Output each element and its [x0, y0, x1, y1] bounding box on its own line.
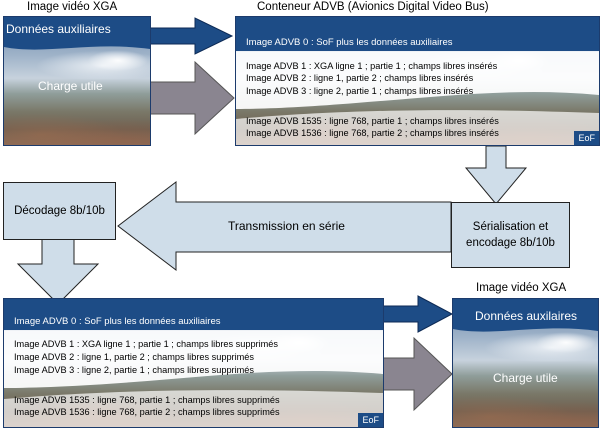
top-right-advb-container: Image ADVB 0 : SoF plus les données auxi…	[235, 16, 600, 146]
bottom-right-aux-band: Données auxilaires	[453, 299, 598, 327]
top-right-eof: EoF	[574, 131, 599, 145]
down-arrow-serialize	[464, 145, 528, 205]
payload-arrow-top	[149, 60, 235, 136]
top-left-title: Image vidéo XGA	[27, 1, 118, 13]
top-left-payload-label: Charge utile	[38, 79, 103, 93]
bottom-left-line-3: Image ADVB 3 : ligne 2, partie 1 ; champ…	[14, 365, 255, 375]
top-right-line-1536: Image ADVB 1536 : ligne 768, partie 2 ; …	[246, 128, 499, 138]
bottom-left-white-wave	[4, 330, 383, 388]
top-right-title: Conteneur ADVB (Avionics Digital Video B…	[257, 1, 489, 13]
decode-label: Décodage 8b/10b	[14, 205, 105, 217]
top-right-line-2: Image ADVB 2 : ligne 1, partie 2 ; champ…	[246, 73, 474, 83]
serialize-label: Sérialisation et encodage 8b/10b	[466, 221, 555, 249]
transmission-arrow	[117, 180, 452, 272]
bottom-left-line-1536: Image ADVB 1536 : ligne 768, partie 2 ; …	[14, 407, 280, 417]
top-right-lower-wave	[236, 110, 599, 145]
top-right-line-3: Image ADVB 3 : ligne 2, partie 1 ; champ…	[246, 86, 474, 96]
top-right-white-wave	[236, 51, 599, 109]
top-left-wave	[4, 43, 150, 50]
top-right-header: Image ADVB 0 : SoF plus les données auxi…	[246, 37, 453, 48]
bottom-left-header: Image ADVB 0 : SoF plus les données auxi…	[14, 316, 221, 327]
bottom-left-line-1: Image ADVB 1 : XGA ligne 1 ; partie 1 ; …	[14, 339, 279, 349]
bottom-right-title: Image vidéo XGA	[476, 282, 567, 294]
serialize-box: Sérialisation et encodage 8b/10b	[451, 202, 570, 268]
payload-arrow-bottom	[382, 336, 453, 412]
bottom-right-aux-label: Données auxilaires	[475, 309, 578, 323]
bottom-left-advb-container: Image ADVB 0 : SoF plus les données auxi…	[3, 298, 384, 428]
bottom-left-lower-wave	[4, 390, 383, 427]
aux-arrow-bottom	[382, 295, 454, 333]
bottom-right-payload-label: Charge utile	[493, 371, 558, 385]
top-right-line-1535: Image ADVB 1535 : ligne 768, partie 1 ; …	[246, 116, 499, 126]
bottom-left-header-band: Image ADVB 0 : SoF plus les données auxi…	[4, 299, 383, 331]
bottom-right-xga-image: Données auxilaires Charge utile	[452, 298, 599, 428]
top-left-aux-label: Données auxiliaires	[6, 22, 111, 36]
top-left-xga-image: Données auxiliaires Charge utile	[3, 16, 151, 146]
bottom-right-wave	[453, 325, 598, 332]
down-arrow-decode	[16, 237, 100, 305]
bottom-left-line-2: Image ADVB 2 : ligne 1, partie 2 ; champ…	[14, 352, 255, 362]
decode-box: Décodage 8b/10b	[3, 182, 116, 240]
top-right-header-band: Image ADVB 0 : SoF plus les données auxi…	[236, 17, 599, 52]
top-right-line-1: Image ADVB 1 : XGA ligne 1 ; partie 1 ; …	[246, 61, 498, 71]
aux-arrow-top	[149, 17, 234, 55]
bottom-left-line-1535: Image ADVB 1535 : ligne 768, partie 1 ; …	[14, 395, 280, 405]
bottom-left-eof: EoF	[358, 413, 383, 427]
transmission-label: Transmission en série	[228, 219, 345, 233]
top-left-aux-band: Données auxiliaires	[4, 17, 150, 45]
